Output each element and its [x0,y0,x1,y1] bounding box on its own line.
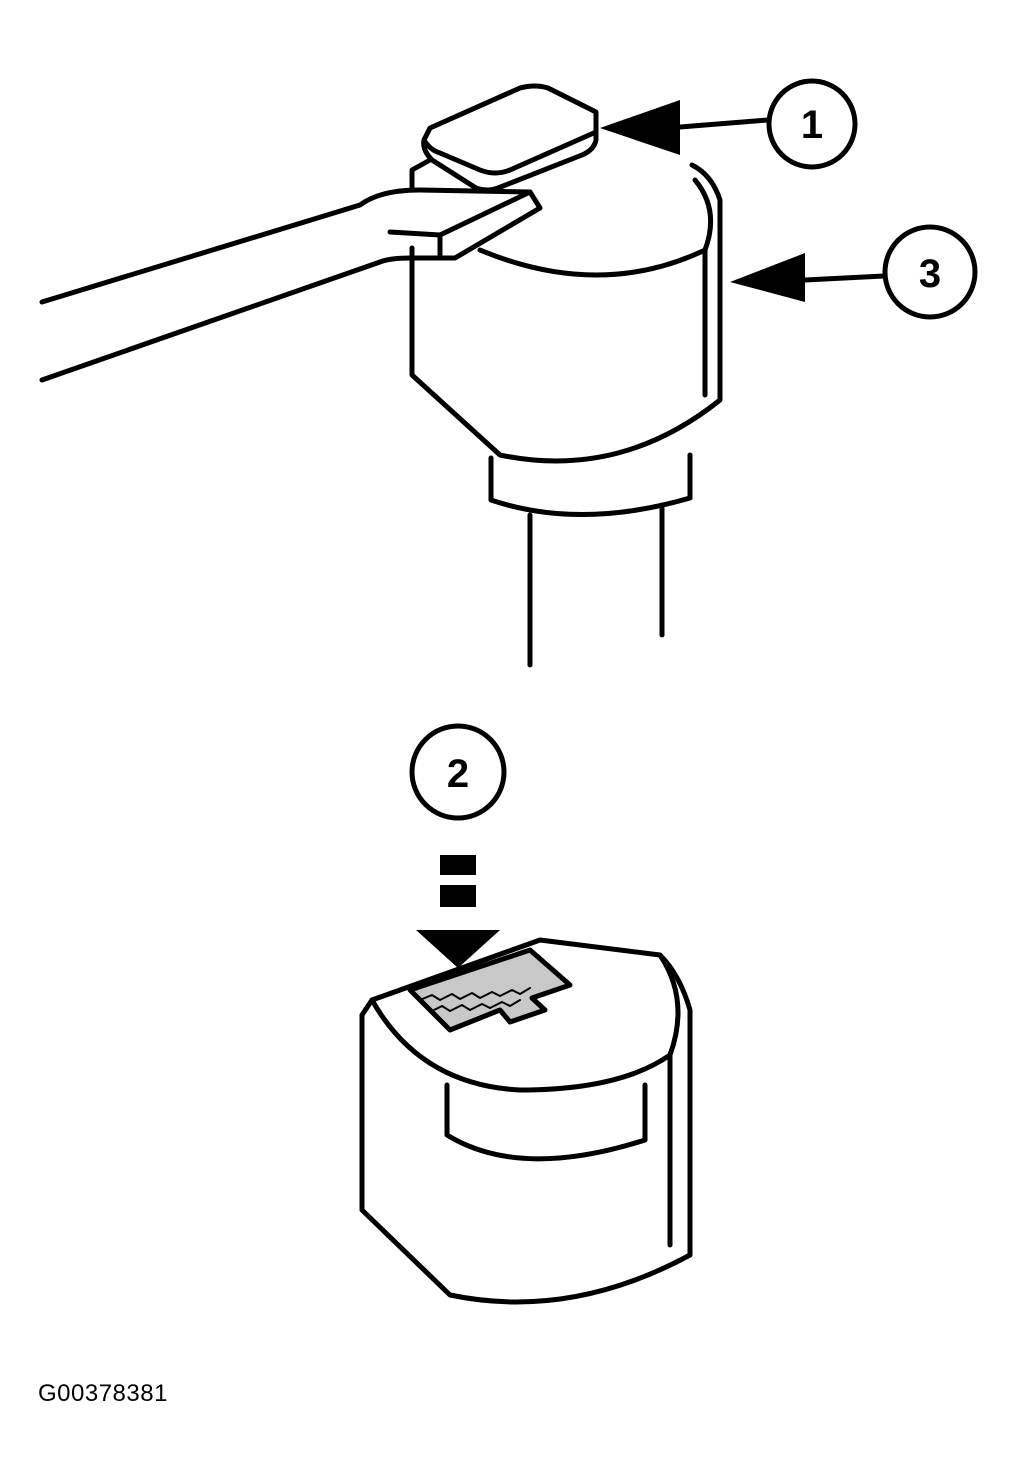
arrow-3-head [730,253,805,302]
callout-1-circle [766,78,858,170]
callout-2-number: 2 [447,752,469,796]
callout-3-circle [882,224,978,320]
cap-1 [421,83,599,193]
callout-3-number: 3 [919,252,941,296]
seal-strip [407,947,573,1033]
upper-assembly [39,83,723,668]
arrow-2-dash-2 [440,885,476,907]
tool-handle [39,187,543,383]
cap-top-edge [421,129,599,176]
housing-body-3 [409,162,723,464]
callout-3: 3 [730,224,978,320]
lower-top-rim [369,952,681,1093]
arrow-3-line [802,273,887,283]
lower-collar [444,1082,648,1162]
tool-blade [387,189,533,261]
figure-id: G00378381 [38,1380,168,1407]
callout-1: 1 [600,78,858,170]
callout-1-number: 1 [801,103,823,147]
arrow-1-head [600,100,680,155]
housing-top-rim [477,177,714,278]
upper-collar [488,452,693,517]
arrow-2-head [416,930,500,968]
callout-2-circle [409,723,507,821]
seal-zigzag [419,987,531,1013]
arrow-1-line [677,117,771,130]
lower-part [359,937,693,1305]
mounting-shaft [527,502,665,668]
arrow-2-dash-1 [440,855,476,875]
tool-tip [409,157,433,193]
callout-2: 2 [409,723,507,968]
